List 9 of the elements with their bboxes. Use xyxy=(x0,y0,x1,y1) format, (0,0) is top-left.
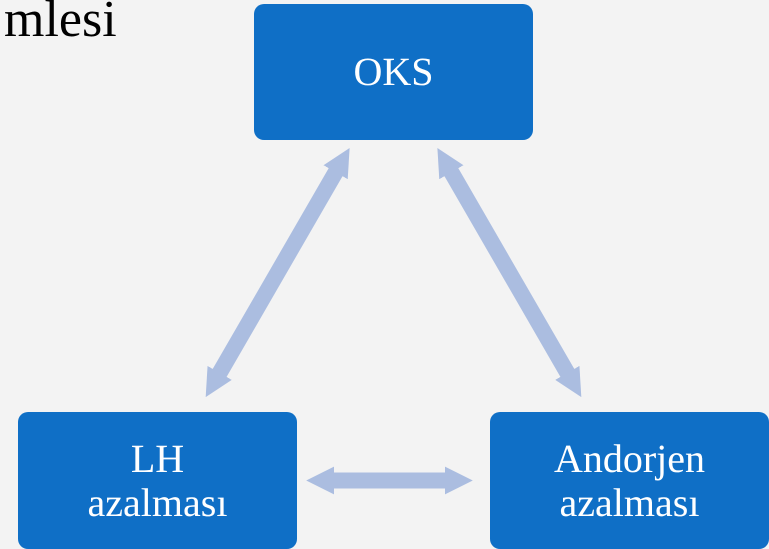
process-box xyxy=(18,412,297,549)
double-arrow xyxy=(437,148,582,398)
box-label: Andorjen azalması xyxy=(552,436,706,524)
process-box xyxy=(490,412,769,549)
double-arrow xyxy=(206,148,350,398)
double-arrow xyxy=(306,466,473,494)
process-box xyxy=(254,4,533,140)
box-label: LH azalması xyxy=(86,436,228,524)
box-label: OKS xyxy=(353,50,434,94)
